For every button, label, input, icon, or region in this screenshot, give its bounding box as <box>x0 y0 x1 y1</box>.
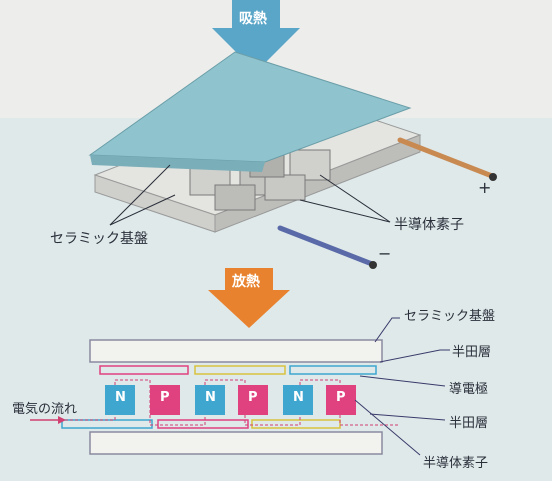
leader-lines-top <box>109 164 391 226</box>
release-label: 放熱 <box>232 274 260 290</box>
absorb-label: 吸熱 <box>239 11 267 27</box>
minus-sign: − <box>378 244 392 263</box>
cross-section <box>30 339 400 455</box>
cross-bottom-ceramic <box>89 431 383 455</box>
element-label-3: N <box>205 390 216 405</box>
element-label-1: N <box>115 390 126 405</box>
bottom-ceramic-label: セラミック基盤 <box>404 309 496 324</box>
wire-negative <box>277 225 377 269</box>
element-label-6: P <box>336 390 346 405</box>
element-p-2 <box>238 385 268 415</box>
element-label-4: P <box>248 390 258 405</box>
top-semiconductor-label: 半導体素子 <box>394 217 464 233</box>
top-ceramic-plate <box>88 51 412 172</box>
plus-sign: + <box>478 178 492 197</box>
bottom-semiconductor-label: 半導体素子 <box>423 456 489 471</box>
element-n-3 <box>283 385 313 415</box>
conductor-label: 導電極 <box>449 382 489 397</box>
element-label-2: P <box>160 390 170 405</box>
heat-absorb-arrow <box>212 0 300 72</box>
element-label-5: N <box>293 390 304 405</box>
solder-bottom-label: 半田層 <box>449 416 489 431</box>
element-p-1 <box>150 385 180 415</box>
current-flow-label: 電気の流れ <box>12 402 78 417</box>
leader-lines-bottom <box>354 317 450 456</box>
element-n-1 <box>105 385 135 415</box>
element-p-3 <box>326 385 356 415</box>
top-ceramic-label: セラミック基盤 <box>50 231 148 247</box>
solder-top-label: 半田層 <box>452 345 492 360</box>
heat-release-arrow <box>208 268 290 328</box>
cross-top-ceramic <box>89 339 383 363</box>
element-n-2 <box>195 385 225 415</box>
wire-positive <box>397 137 497 181</box>
np-elements <box>105 385 356 415</box>
